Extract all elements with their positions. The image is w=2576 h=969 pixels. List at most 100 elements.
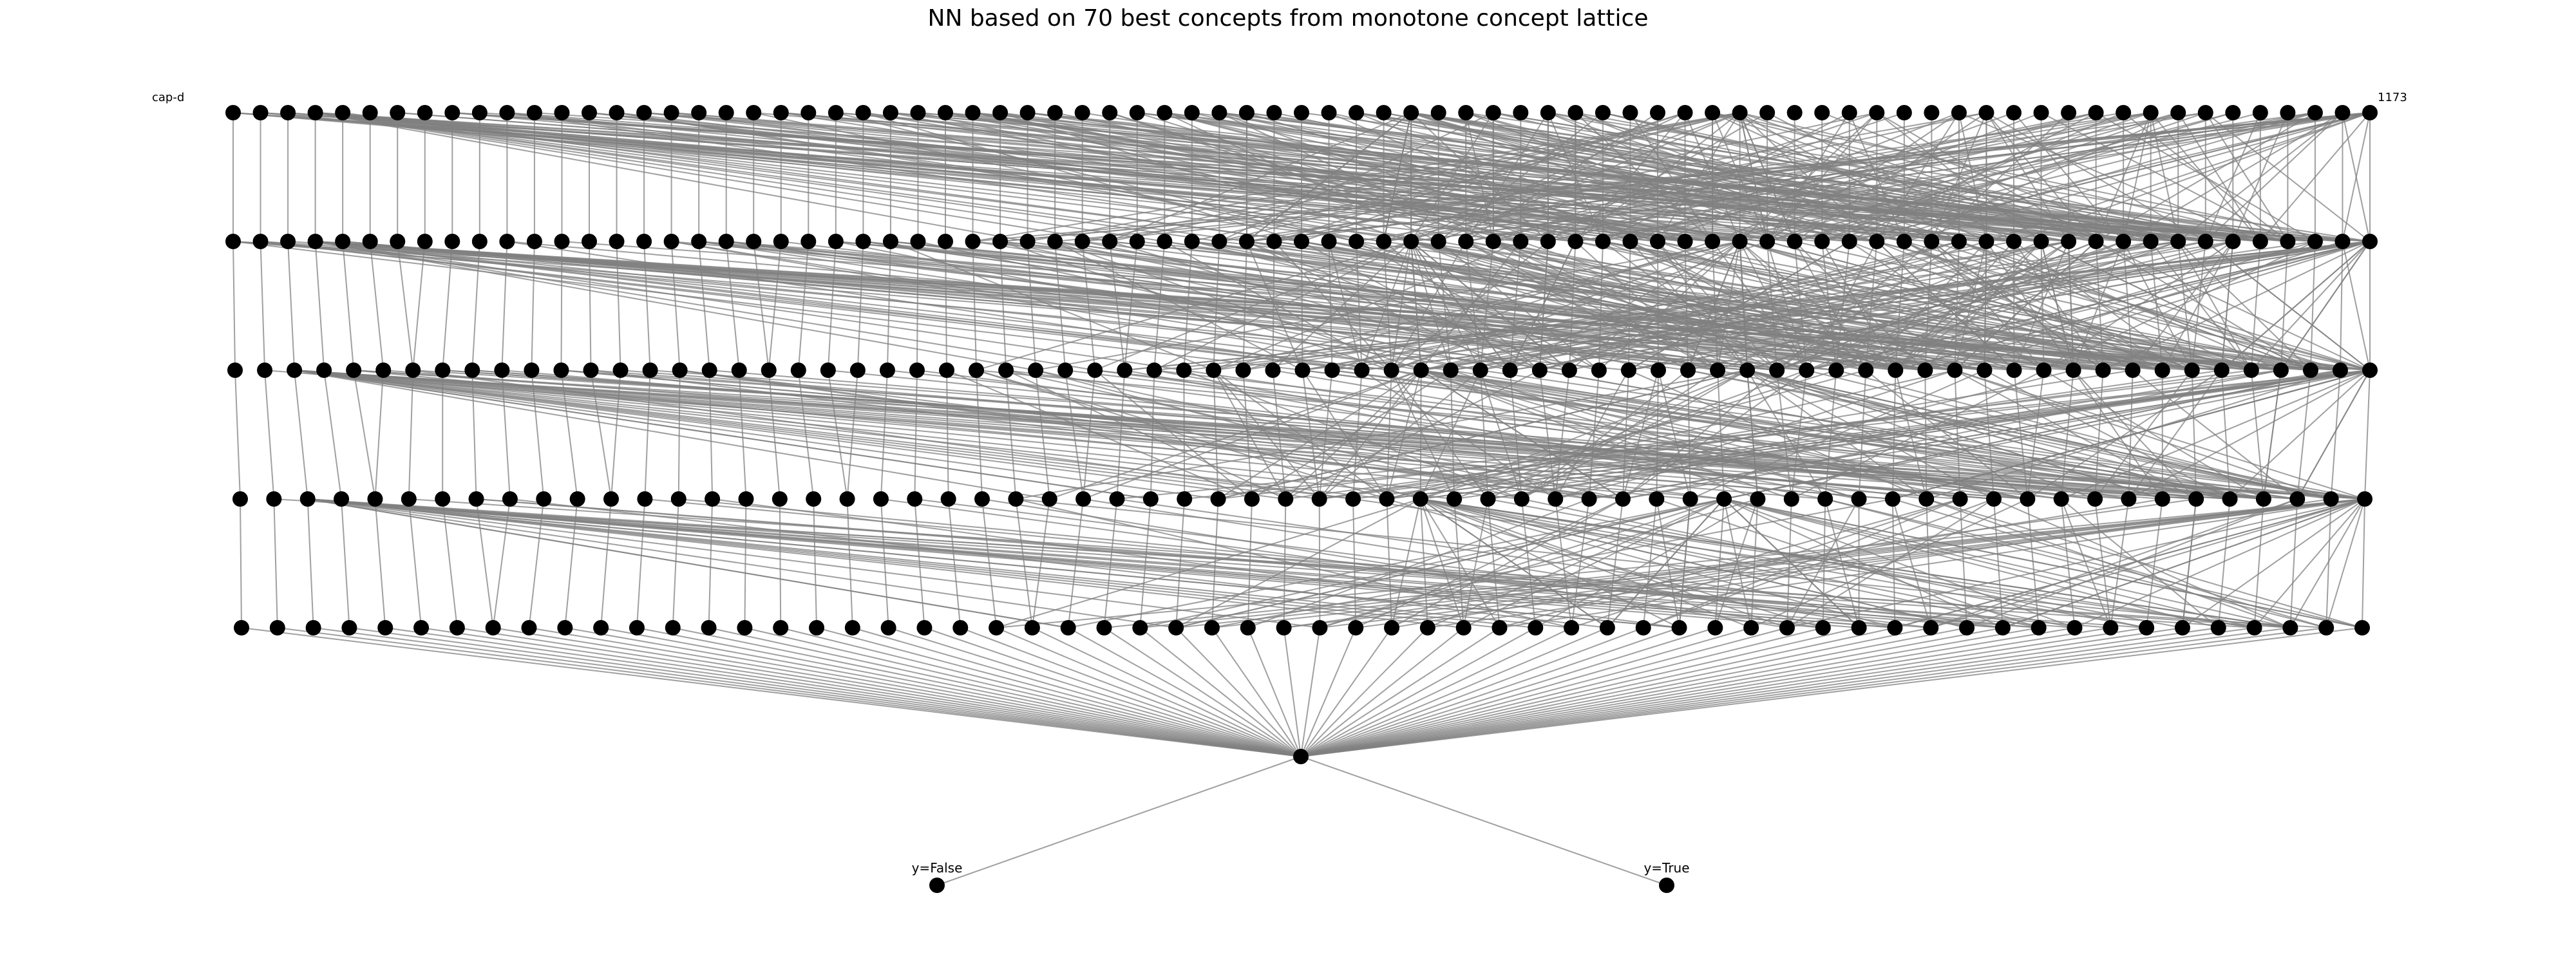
neuron-node (444, 234, 460, 249)
neuron-node (2139, 620, 2154, 635)
input-node (1787, 105, 1803, 120)
input-node (1458, 105, 1473, 120)
neuron-node (287, 362, 302, 378)
neuron-node (583, 362, 599, 378)
neuron-node (417, 234, 433, 249)
input-node (1842, 105, 1857, 120)
neuron-node (2155, 362, 2170, 378)
neuron-node (1650, 234, 1665, 249)
input-node (390, 105, 405, 120)
input-node (2116, 105, 2131, 120)
edge (2340, 241, 2343, 370)
neuron-node (1528, 620, 1543, 635)
neuron-node (232, 491, 248, 507)
neuron-node (1732, 234, 1748, 249)
input-node (1814, 105, 1830, 120)
neuron-node (1799, 362, 1814, 378)
neuron-node (1739, 362, 1755, 378)
input-node (1869, 105, 1884, 120)
neuron-node (664, 234, 679, 249)
edge (976, 370, 982, 499)
neuron-node (2088, 234, 2104, 249)
neuron-node (1020, 234, 1036, 249)
input-node (308, 105, 323, 120)
neuron-node (2247, 620, 2262, 635)
input-node (472, 105, 488, 120)
input-node (499, 105, 515, 120)
neuron-node (1564, 620, 1579, 635)
neuron-node (992, 234, 1008, 249)
neuron-node (1678, 234, 1693, 249)
edge (1301, 628, 1751, 757)
neuron-node (1858, 362, 1873, 378)
input-node (1349, 105, 1364, 120)
edge (265, 370, 274, 499)
neuron-node (1087, 362, 1103, 378)
neuron-node (2066, 362, 2081, 378)
neuron-node (1986, 491, 2002, 507)
neuron-node (2333, 362, 2348, 378)
edge (240, 499, 242, 628)
neuron-node (1266, 234, 1282, 249)
neuron-node (791, 362, 806, 378)
neuron-node (375, 362, 391, 378)
edge (2362, 499, 2365, 628)
neuron-node (1492, 620, 1507, 635)
neuron-node (1025, 620, 1040, 635)
neuron-node (1443, 362, 1459, 378)
neuron-node (603, 491, 619, 507)
neuron-node (1176, 362, 1191, 378)
neuron-node (536, 491, 551, 507)
neuron-node (1376, 234, 1392, 249)
neuron-node (1540, 234, 1556, 249)
neuron-node (1184, 234, 1200, 249)
neuron-node (2007, 362, 2022, 378)
neuron-node (1951, 234, 1967, 249)
neuron-node (335, 234, 350, 249)
neuron-node (1532, 362, 1548, 378)
edge (817, 628, 1301, 757)
neuron-node (346, 362, 361, 378)
neuron-node (719, 234, 734, 249)
neuron-node (2125, 362, 2141, 378)
input-node (582, 105, 597, 120)
neuron-node (2054, 491, 2069, 507)
edge (316, 241, 325, 370)
neuron-node (761, 362, 777, 378)
neuron-node (2273, 362, 2289, 378)
edge (1301, 628, 1787, 757)
input-node (992, 105, 1008, 120)
input-node (1486, 105, 1501, 120)
neuron-node (772, 491, 788, 507)
neuron-node (1481, 491, 1496, 507)
neuron-node (1784, 491, 1799, 507)
neuron-node (691, 234, 706, 249)
neuron-node (613, 362, 629, 378)
neuron-node (1295, 362, 1311, 378)
neuron-node (1852, 491, 1867, 507)
edge (1301, 757, 1667, 885)
neuron-node (1591, 362, 1607, 378)
neuron-node (1403, 234, 1419, 249)
neuron-node (1582, 491, 1597, 507)
neuron-node (1384, 620, 1399, 635)
neuron-node (965, 234, 981, 249)
neuron-node (1206, 362, 1221, 378)
neuron-node (1649, 491, 1664, 507)
neuron-node (974, 491, 990, 507)
neuron-node (405, 362, 421, 378)
neuron-node (2307, 234, 2323, 249)
neuron-node (553, 362, 569, 378)
input-node (2143, 105, 2159, 120)
neuron-node (1348, 620, 1363, 635)
edge (324, 370, 341, 499)
neuron-node (989, 620, 1004, 635)
input-node (2334, 105, 2350, 120)
neuron-node (1456, 620, 1472, 635)
figure-title: NN based on 70 best concepts from monoto… (0, 5, 2576, 32)
neuron-node (1615, 491, 1631, 507)
neuron-node (1562, 362, 1577, 378)
edge (1301, 628, 2183, 757)
input-node (1102, 105, 1117, 120)
neuron-node (2184, 362, 2200, 378)
